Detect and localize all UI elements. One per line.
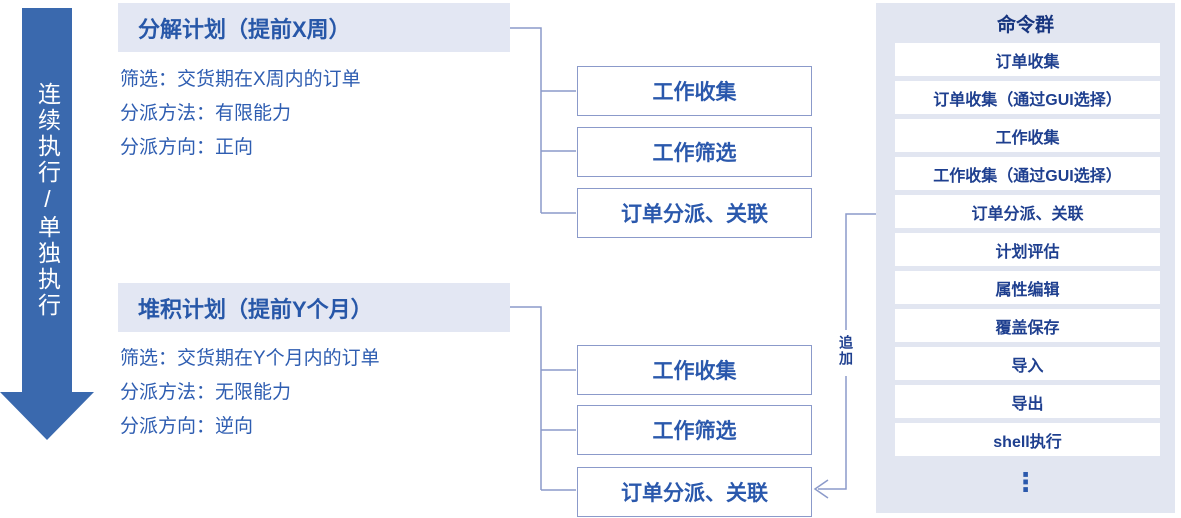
detail-line: 分派方向：逆向	[120, 416, 254, 437]
command-item-import: 导入	[895, 347, 1160, 380]
append-annotation: 追加	[838, 333, 854, 369]
command-list: 订单收集 订单收集（通过GUI选择） 工作收集 工作收集（通过GUI选择） 订单…	[895, 43, 1160, 456]
command-group-panel: 命令群 订单收集 订单收集（通过GUI选择） 工作收集 工作收集（通过GUI选择…	[876, 3, 1175, 513]
step-box-order-dispatch: 订单分派、关联	[577, 188, 812, 238]
detail-line: 分派方法：无限能力	[120, 382, 292, 403]
detail-line: 分派方向：正向	[120, 137, 254, 158]
command-item-plan-evaluate: 计划评估	[895, 233, 1160, 266]
command-item-work-collect-gui: 工作收集（通过GUI选择）	[895, 157, 1160, 190]
down-arrow-icon	[0, 8, 94, 440]
command-item-order-dispatch: 订单分派、关联	[895, 195, 1160, 228]
command-item-export: 导出	[895, 385, 1160, 418]
execution-mode-label: 连续执行/单独执行	[34, 81, 61, 319]
ellipsis-icon: ⋮	[1012, 466, 1039, 497]
plan-details-accumulate: 筛选：交货期在Y个月内的订单 分派方法：无限能力 分派方向：逆向	[120, 342, 520, 444]
command-panel-title: 命令群	[996, 14, 1054, 36]
detail-line: 筛选：交货期在Y个月内的订单	[120, 348, 380, 369]
command-item-shell-exec: shell执行	[895, 423, 1160, 456]
step-box-work-collect: 工作收集	[577, 66, 812, 116]
detail-line: 分派方法：有限能力	[120, 103, 292, 124]
command-item-order-collect-gui: 订单收集（通过GUI选择）	[895, 81, 1160, 114]
step-box-order-dispatch: 订单分派、关联	[577, 467, 812, 517]
command-item-work-collect: 工作收集	[895, 119, 1160, 152]
plan-header-accumulate: 堆积计划（提前Y个月）	[118, 283, 510, 332]
step-box-work-filter: 工作筛选	[577, 405, 812, 455]
step-box-work-filter: 工作筛选	[577, 127, 812, 177]
detail-line: 筛选：交货期在X周内的订单	[120, 69, 361, 90]
command-item-overwrite-save: 覆盖保存	[895, 309, 1160, 342]
step-box-work-collect: 工作收集	[577, 345, 812, 395]
command-item-attribute-edit: 属性编辑	[895, 271, 1160, 304]
plan-details-decompose: 筛选：交货期在X周内的订单 分派方法：有限能力 分派方向：正向	[120, 63, 520, 165]
command-item-order-collect: 订单收集	[895, 43, 1160, 76]
plan-header-decompose: 分解计划（提前X周）	[118, 3, 510, 52]
